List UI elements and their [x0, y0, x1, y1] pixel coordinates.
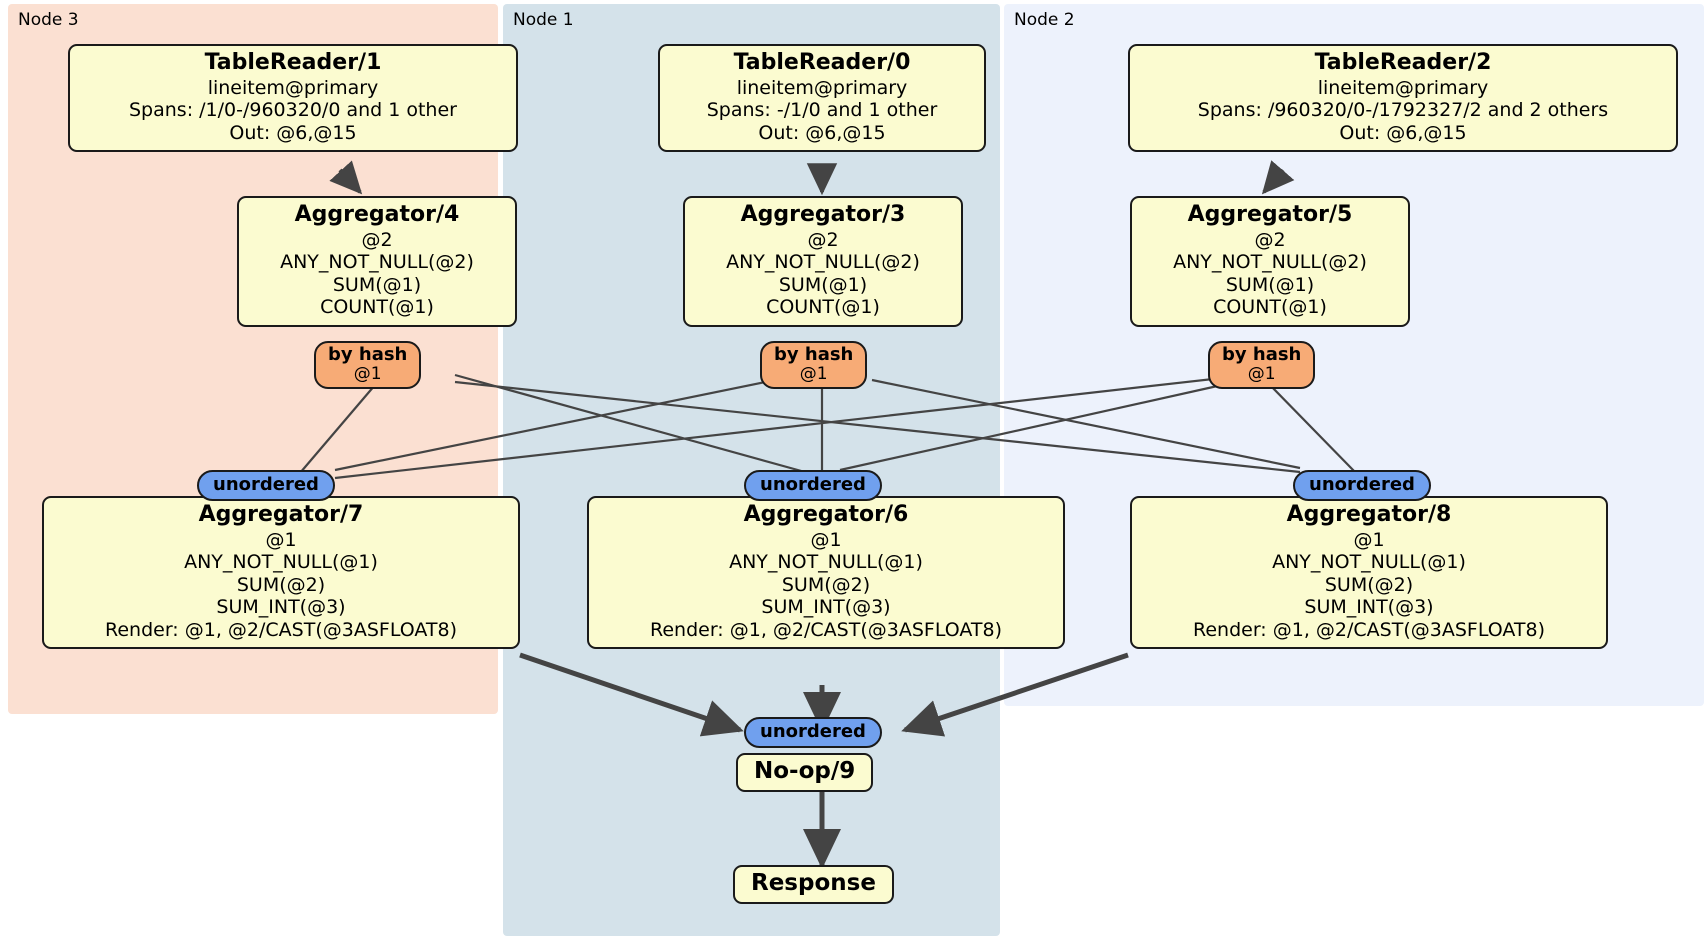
processor-title: Response — [751, 870, 876, 896]
processor-tablereader-1[interactable]: TableReader/1 lineitem@primary Spans: /1… — [68, 44, 518, 153]
processor-agg-fn: ANY_NOT_NULL(@1) — [184, 551, 378, 574]
node-label-node2: Node 2 — [1014, 10, 1075, 30]
processor-aggregator-6[interactable]: Aggregator/6 @1 ANY_NOT_NULL(@1) SUM(@2)… — [587, 496, 1065, 649]
processor-title: Aggregator/7 — [198, 502, 364, 527]
processor-agg-fn: COUNT(@1) — [1213, 296, 1327, 319]
processor-detail-table: lineitem@primary — [1317, 76, 1489, 99]
processor-groupcol: @2 — [1254, 228, 1286, 251]
processor-detail-spans: Spans: -/1/0 and 1 other — [706, 99, 938, 122]
processor-response[interactable]: Response — [733, 865, 894, 905]
router-by-hash-mid[interactable]: by hash @1 — [760, 341, 868, 390]
processor-detail-out: Out: @6,@15 — [1339, 121, 1467, 144]
processor-render: Render: @1, @2/CAST(@3ASFLOAT8) — [105, 618, 457, 641]
synchronizer-unordered-mid[interactable]: unordered — [744, 470, 882, 502]
synchronizer-unordered-left[interactable]: unordered — [197, 470, 335, 502]
processor-tablereader-2[interactable]: TableReader/2 lineitem@primary Spans: /9… — [1128, 44, 1678, 153]
processor-title: TableReader/2 — [1314, 50, 1492, 75]
processor-detail-out: Out: @6,@15 — [758, 121, 886, 144]
synchronizer-label: unordered — [213, 474, 319, 495]
processor-title: Aggregator/4 — [294, 202, 460, 227]
router-column: @1 — [353, 364, 382, 385]
processor-aggregator-4[interactable]: Aggregator/4 @2 ANY_NOT_NULL(@2) SUM(@1)… — [237, 196, 517, 327]
processor-detail-spans: Spans: /960320/0-/1792327/2 and 2 others — [1197, 99, 1609, 122]
processor-title: Aggregator/5 — [1187, 202, 1353, 227]
processor-aggregator-8[interactable]: Aggregator/8 @1 ANY_NOT_NULL(@1) SUM(@2)… — [1130, 496, 1608, 649]
processor-agg-fn: SUM(@2) — [236, 573, 326, 596]
processor-groupcol: @1 — [1353, 528, 1385, 551]
processor-agg-fn: ANY_NOT_NULL(@1) — [1272, 551, 1466, 574]
synchronizer-label: unordered — [760, 474, 866, 495]
processor-agg-fn: SUM_INT(@3) — [216, 596, 346, 619]
processor-detail-table: lineitem@primary — [736, 76, 908, 99]
processor-detail-table: lineitem@primary — [207, 76, 379, 99]
processor-tablereader-0[interactable]: TableReader/0 lineitem@primary Spans: -/… — [658, 44, 986, 153]
processor-agg-fn: SUM(@2) — [1324, 573, 1414, 596]
processor-groupcol: @1 — [265, 528, 297, 551]
processor-agg-fn: SUM(@1) — [1225, 273, 1315, 296]
processor-detail-out: Out: @6,@15 — [229, 121, 357, 144]
processor-agg-fn: ANY_NOT_NULL(@1) — [729, 551, 923, 574]
synchronizer-unordered-right[interactable]: unordered — [1293, 470, 1431, 502]
processor-agg-fn: COUNT(@1) — [320, 296, 434, 319]
processor-groupcol: @2 — [807, 228, 839, 251]
router-by-hash-left[interactable]: by hash @1 — [314, 341, 422, 390]
processor-agg-fn: ANY_NOT_NULL(@2) — [280, 251, 474, 274]
processor-title: No-op/9 — [754, 758, 856, 784]
router-column: @1 — [1247, 364, 1276, 385]
processor-noop-9[interactable]: No-op/9 — [736, 753, 874, 793]
processor-aggregator-3[interactable]: Aggregator/3 @2 ANY_NOT_NULL(@2) SUM(@1)… — [683, 196, 963, 327]
processor-title: Aggregator/6 — [743, 502, 909, 527]
processor-groupcol: @1 — [810, 528, 842, 551]
processor-agg-fn: SUM(@1) — [778, 273, 868, 296]
processor-groupcol: @2 — [361, 228, 393, 251]
node-label-node1: Node 1 — [513, 10, 574, 30]
processor-agg-fn: COUNT(@1) — [766, 296, 880, 319]
router-label: by hash — [328, 344, 408, 365]
processor-agg-fn: ANY_NOT_NULL(@2) — [726, 251, 920, 274]
processor-render: Render: @1, @2/CAST(@3ASFLOAT8) — [1193, 618, 1545, 641]
processor-detail-spans: Spans: /1/0-/960320/0 and 1 other — [129, 99, 457, 122]
processor-title: Aggregator/8 — [1286, 502, 1452, 527]
processor-title: Aggregator/3 — [740, 202, 906, 227]
processor-agg-fn: SUM_INT(@3) — [761, 596, 891, 619]
router-by-hash-right[interactable]: by hash @1 — [1208, 341, 1316, 390]
processor-aggregator-5[interactable]: Aggregator/5 @2 ANY_NOT_NULL(@2) SUM(@1)… — [1130, 196, 1410, 327]
processor-title: TableReader/1 — [204, 50, 382, 75]
processor-agg-fn: ANY_NOT_NULL(@2) — [1173, 251, 1367, 274]
processor-title: TableReader/0 — [733, 50, 911, 75]
synchronizer-unordered-final[interactable]: unordered — [744, 717, 882, 749]
processor-render: Render: @1, @2/CAST(@3ASFLOAT8) — [650, 618, 1002, 641]
router-column: @1 — [799, 364, 828, 385]
node-label-node3: Node 3 — [18, 10, 79, 30]
processor-agg-fn: SUM_INT(@3) — [1304, 596, 1434, 619]
router-label: by hash — [1222, 344, 1302, 365]
synchronizer-label: unordered — [1309, 474, 1415, 495]
synchronizer-label: unordered — [760, 721, 866, 742]
processor-aggregator-7[interactable]: Aggregator/7 @1 ANY_NOT_NULL(@1) SUM(@2)… — [42, 496, 520, 649]
router-label: by hash — [774, 344, 854, 365]
processor-agg-fn: SUM(@1) — [332, 273, 422, 296]
processor-agg-fn: SUM(@2) — [781, 573, 871, 596]
